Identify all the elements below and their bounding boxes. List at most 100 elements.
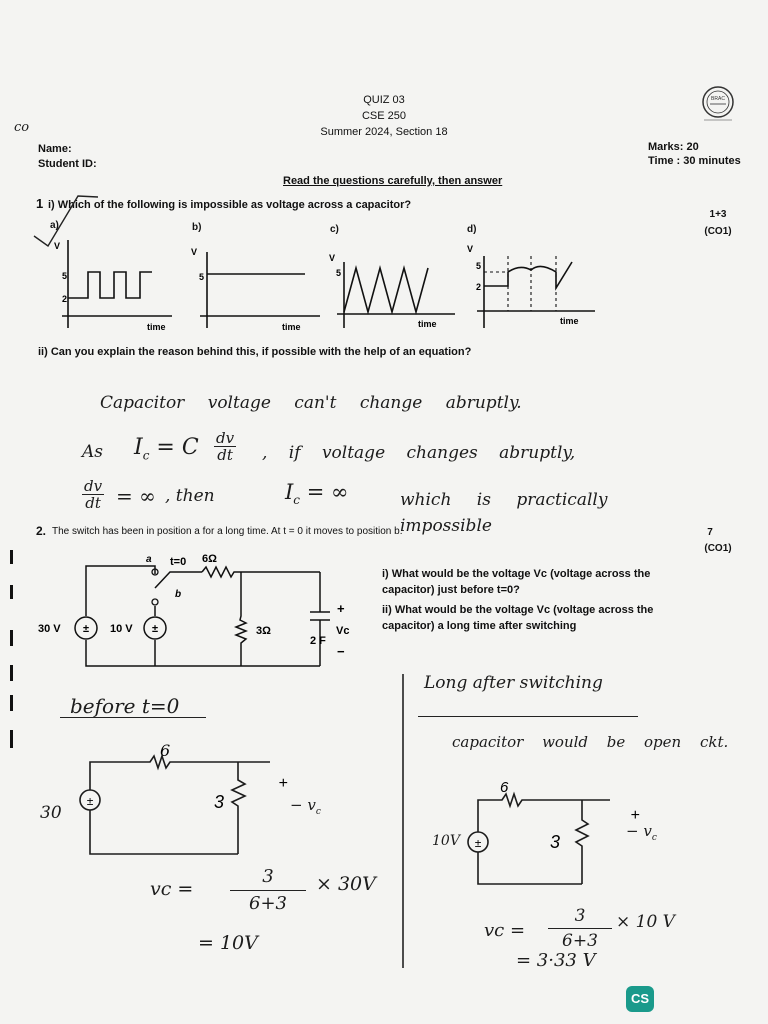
logo-text: BRAC bbox=[711, 96, 725, 102]
svg-text:±: ± bbox=[83, 623, 89, 635]
svg-text:±: ± bbox=[475, 836, 482, 850]
label-cap: 2 F bbox=[310, 635, 326, 647]
q1-answer-line3-then: , then bbox=[165, 486, 215, 506]
svg-text:6: 6 bbox=[500, 780, 509, 796]
vc-label: Vc bbox=[336, 625, 349, 637]
after-eq-lhs: vc = bbox=[484, 920, 526, 941]
before-result: = 10V bbox=[198, 932, 258, 954]
after-title-underline bbox=[418, 716, 638, 717]
q1-part-i: i) Which of the following is impossible … bbox=[48, 199, 412, 211]
after-fraction: 3 6+3 bbox=[548, 904, 612, 953]
svg-text:±: ± bbox=[152, 623, 158, 635]
before-title-underline bbox=[60, 717, 206, 718]
graph-d-tick-2: 2 bbox=[476, 282, 481, 292]
after-num: 3 bbox=[548, 904, 612, 929]
graph-b-vlabel: V bbox=[191, 247, 197, 257]
q2-sub-ii: ii) What would be the voltage Vc (voltag… bbox=[382, 604, 654, 632]
svg-text:3: 3 bbox=[550, 832, 560, 852]
before-source-label: 30 bbox=[40, 803, 62, 823]
after-circuit: ± 6 3 + bbox=[467, 780, 640, 885]
before-title: before t=0 bbox=[70, 694, 180, 718]
graph-c-vlabel: V bbox=[329, 253, 335, 263]
option-c-label: c) bbox=[330, 224, 339, 235]
q1-answer-line1: Capacitor voltage can't change abruptly. bbox=[100, 393, 522, 413]
graph-d-timelabel: time bbox=[560, 316, 579, 326]
after-title: Long after switching bbox=[424, 673, 603, 693]
solution-divider bbox=[402, 674, 404, 968]
margin-marks bbox=[8, 545, 14, 755]
resistor-6ohm bbox=[201, 565, 320, 579]
label-30v: 30 V bbox=[38, 623, 61, 635]
switch-pos-b: b bbox=[175, 589, 181, 600]
before-circuit: ± 6 3 + bbox=[79, 741, 288, 855]
source-30v-icon bbox=[74, 616, 98, 640]
vc-minus: − bbox=[337, 644, 345, 659]
q1-answer-line3-rest: which is practically impossible bbox=[400, 490, 608, 536]
option-d-label: d) bbox=[467, 224, 477, 235]
time-label: Time : 30 minutes bbox=[648, 155, 741, 167]
graph-c-sawtooth bbox=[343, 264, 429, 316]
label-10v: 10 V bbox=[110, 623, 133, 635]
before-num: 3 bbox=[230, 864, 306, 891]
graph-a-vlabel: V bbox=[54, 241, 60, 251]
graph-c-tick-5: 5 bbox=[336, 268, 341, 278]
q1-number: 1 bbox=[36, 196, 44, 211]
graph-d-waveform bbox=[484, 261, 573, 291]
graph-a-tick-2: 2 bbox=[62, 294, 67, 304]
graph-d-vlabel: V bbox=[467, 244, 473, 254]
svg-text:±: ± bbox=[87, 794, 94, 808]
label-6ohm: 6Ω bbox=[202, 553, 217, 565]
after-den: 6+3 bbox=[562, 931, 598, 951]
waveform-graphs: V 5 2 time V 5 time V 5 time V 5 2 time bbox=[33, 195, 595, 332]
option-a-label: a) bbox=[50, 220, 59, 231]
before-vc-label: − vc bbox=[290, 796, 321, 817]
marks-label: Marks: 20 bbox=[648, 141, 699, 153]
switch-time: t=0 bbox=[170, 556, 186, 568]
q2-sub-i: i) What would be the voltage Vc (voltage… bbox=[382, 568, 651, 596]
graph-a-square-wave bbox=[68, 271, 152, 299]
before-eq-lhs: vc = bbox=[150, 878, 194, 900]
source-10v-icon bbox=[143, 616, 167, 640]
graph-a-timelabel: time bbox=[147, 322, 166, 332]
vc-plus: + bbox=[337, 601, 345, 616]
q2-text: The switch has been in position a for a … bbox=[52, 526, 403, 537]
q1-equation-infinity: = ∞ bbox=[116, 484, 156, 508]
before-r1: 6 bbox=[160, 741, 170, 760]
q2-marks: 7 bbox=[707, 527, 713, 538]
margin-scribble: co bbox=[14, 120, 30, 135]
graph-b-timelabel: time bbox=[282, 322, 301, 332]
before-den: 6+3 bbox=[249, 893, 287, 914]
university-logo: BRAC bbox=[698, 84, 738, 124]
graph-d-tick-5: 5 bbox=[476, 261, 481, 271]
student-id-label: Student ID: bbox=[38, 158, 97, 170]
q1-equation-ic: Ic = C bbox=[134, 435, 199, 463]
svg-text:+: + bbox=[279, 775, 288, 792]
quiz-title: QUIZ 03 bbox=[363, 94, 405, 106]
graph-d-guides bbox=[484, 256, 557, 311]
after-note: capacitor would be open ckt. bbox=[452, 733, 729, 751]
option-b-label: b) bbox=[192, 222, 202, 233]
graph-a-tick-5: 5 bbox=[62, 271, 67, 281]
after-result: = 3·33 V bbox=[516, 950, 596, 971]
switch-pos-a: a bbox=[146, 554, 152, 565]
term: Summer 2024, Section 18 bbox=[320, 126, 448, 138]
q1-answer-line2-rest: , if voltage changes abruptly, bbox=[262, 443, 576, 463]
q1-equation-ic-infinity: Ic = ∞ bbox=[285, 480, 349, 508]
q2-number: 2. bbox=[36, 524, 47, 538]
course-code: CSE 250 bbox=[361, 110, 407, 122]
q1-co: (CO1) bbox=[704, 226, 732, 237]
instruction: Read the questions carefully, then answe… bbox=[283, 175, 503, 187]
q1-answer-line2-as: As bbox=[82, 442, 104, 462]
after-vc-label: − vc bbox=[626, 822, 657, 843]
after-source-label: 10V bbox=[432, 833, 460, 849]
after-mult: × 10 V bbox=[616, 912, 675, 932]
graph-b-tick-5: 5 bbox=[199, 272, 204, 282]
q1-part-ii: ii) Can you explain the reason behind th… bbox=[38, 346, 472, 358]
q1-marks: 1+3 bbox=[709, 209, 727, 220]
svg-text:+: + bbox=[631, 807, 640, 824]
before-fraction: 3 6+3 bbox=[230, 864, 306, 917]
before-mult: × 30V bbox=[316, 873, 376, 895]
answer-tick-mark bbox=[33, 195, 99, 248]
